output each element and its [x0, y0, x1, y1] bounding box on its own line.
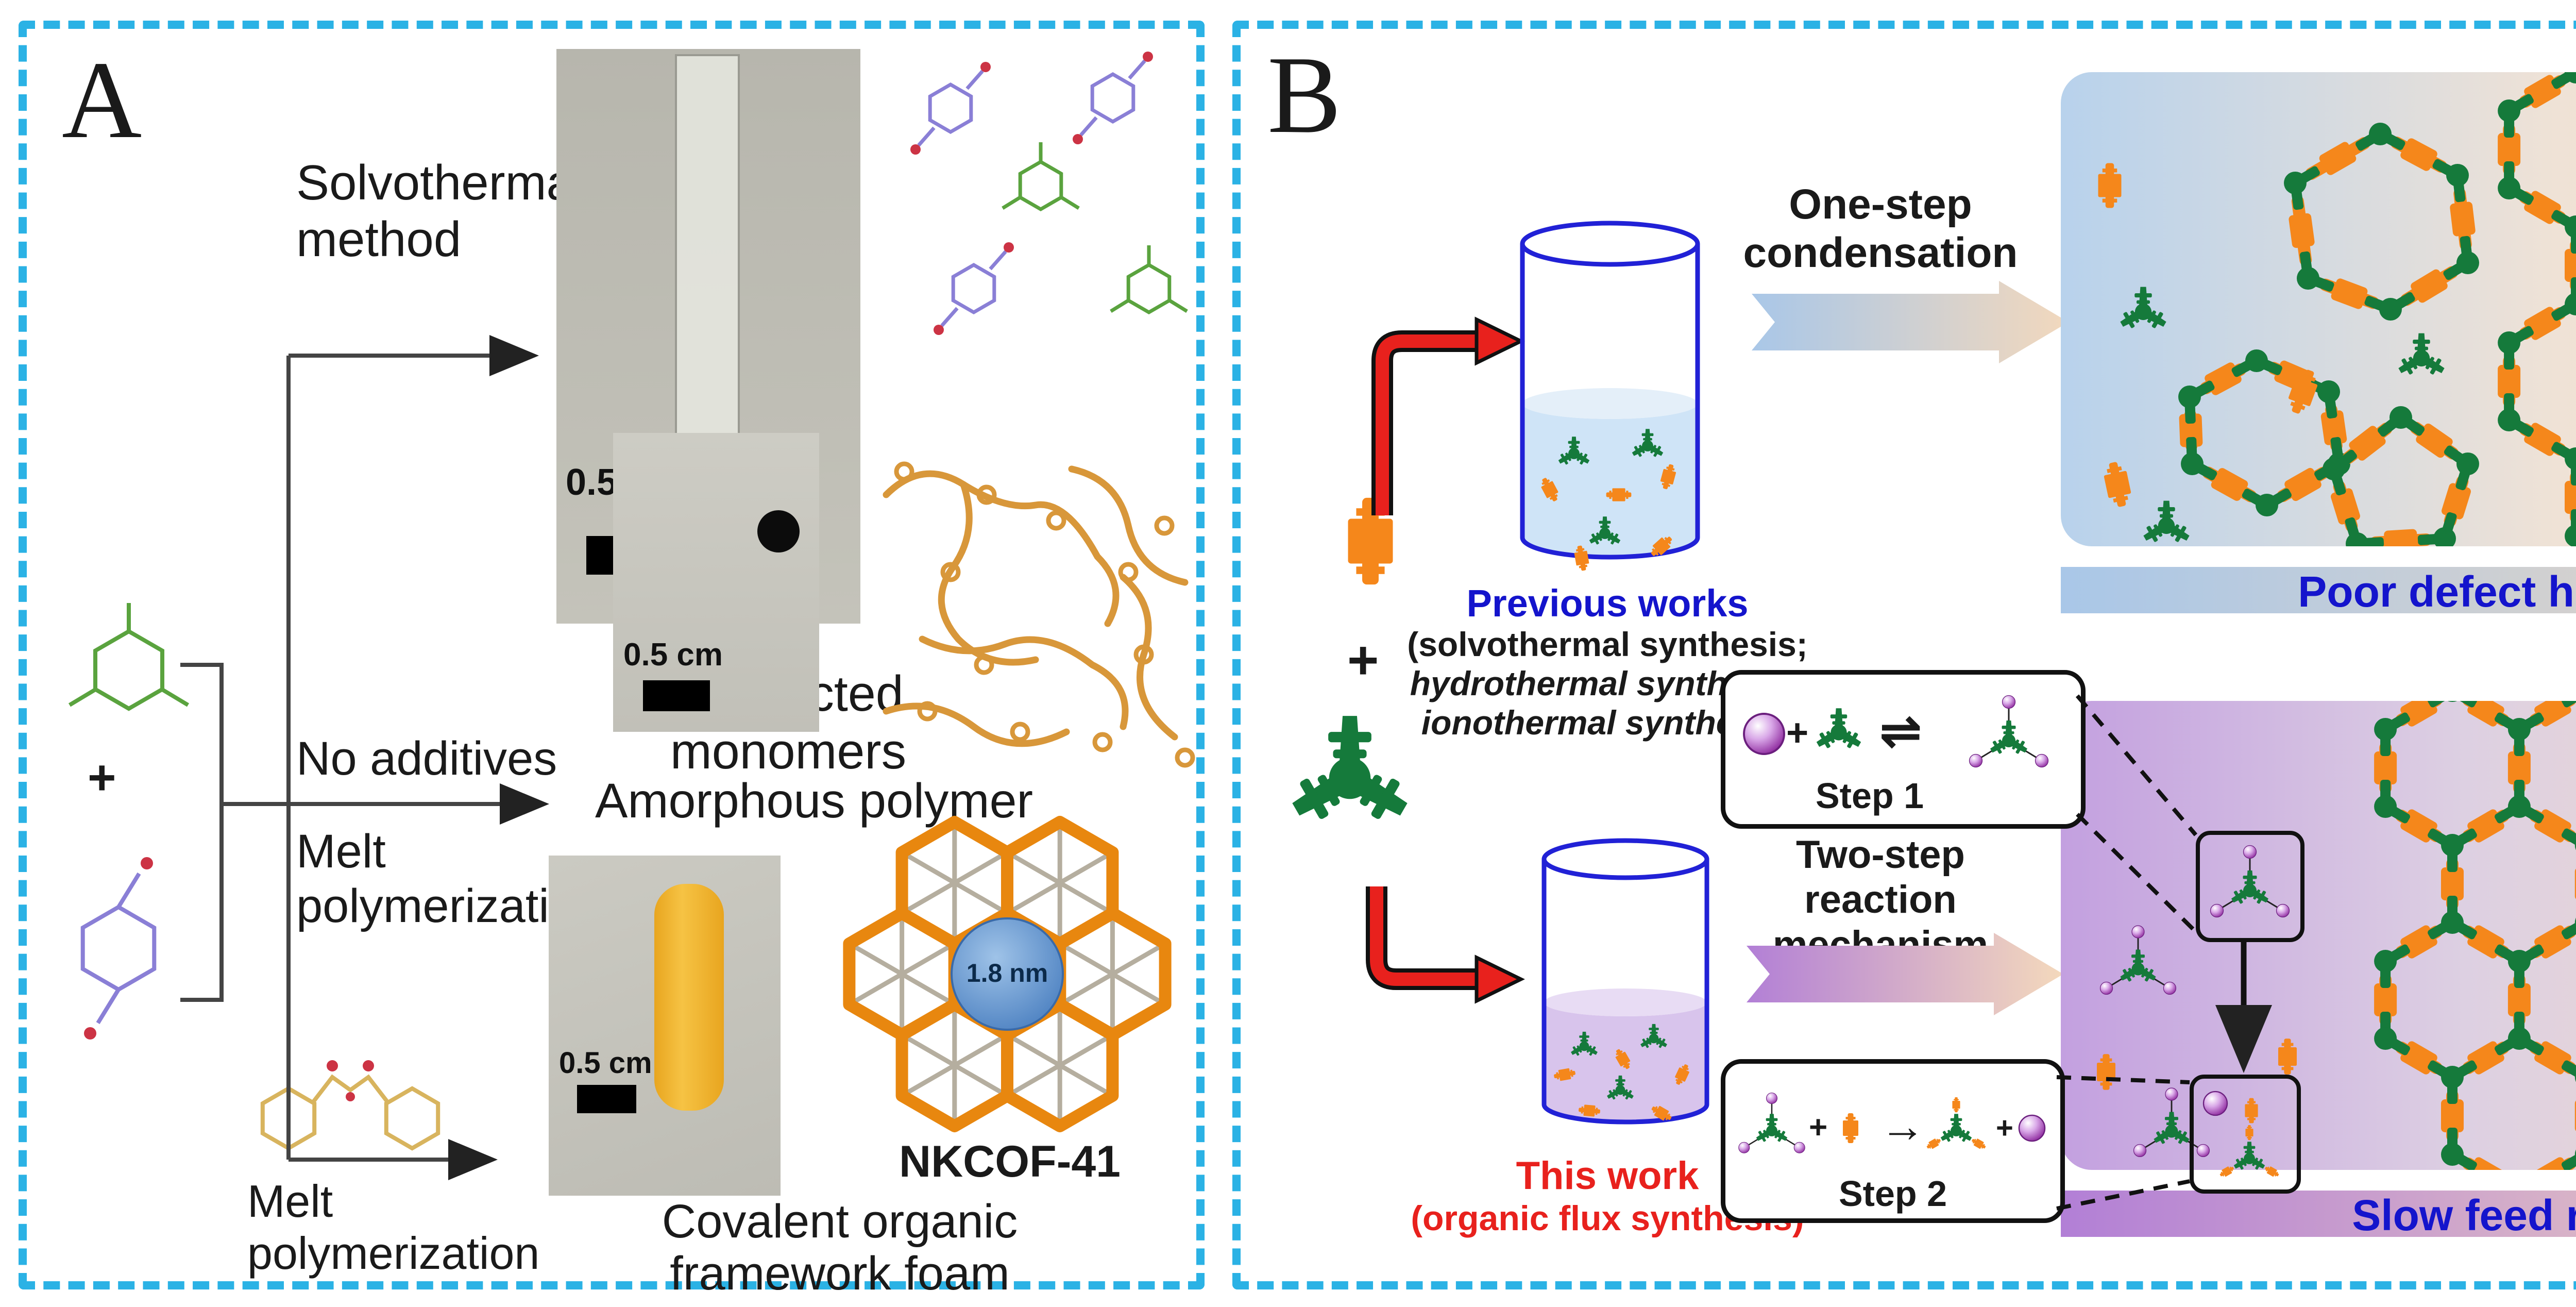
cof-foam-rod: [654, 884, 724, 1111]
two-step-network: [2097, 701, 2576, 1170]
slow-feed-label: Slow feed rate: [2352, 1191, 2576, 1239]
pore-sphere: [951, 917, 1064, 1031]
solvothermal-label: Solvothermal method: [296, 155, 585, 269]
cof-foam-photo: 0.5 cm: [549, 856, 781, 1196]
nkcof-label: NKCOF-41: [899, 1137, 1121, 1186]
one-step-line2: condensation: [1743, 229, 2018, 277]
solvothermal-line1: Solvothermal: [296, 155, 585, 210]
solvothermal-line2: method: [296, 212, 462, 267]
panel-b-border: [1232, 21, 2576, 1289]
one-step-arrow: [1752, 281, 2069, 363]
beaker-previous: [1520, 221, 1700, 572]
step1-plus: +: [1786, 711, 1809, 754]
step2-label: Step 2: [1838, 1174, 1947, 1214]
polymer-ball: [757, 510, 800, 552]
step2-plus2: +: [1996, 1111, 2013, 1145]
previous-line1: (solvothermal synthesis;: [1407, 625, 1808, 664]
panel-a-label: A: [62, 38, 142, 161]
amorphous-network-drawing: [883, 461, 1195, 768]
panel-b-label: B: [1267, 33, 1342, 156]
amorphous-polymer-photo: 0.5 cm: [613, 433, 819, 732]
scale-label-row3: 0.5 cm: [559, 1046, 652, 1080]
no-additives-label: No additives: [296, 732, 557, 785]
plus-a: +: [88, 750, 116, 805]
two-step-arrow: [1747, 933, 2063, 1015]
poor-defect-banner: [2061, 567, 2576, 613]
plus-b: +: [1347, 630, 1379, 691]
step1-label: Step 1: [1815, 776, 1924, 816]
step2-plus1: +: [1809, 1110, 1828, 1145]
beaker-this-work: [1541, 838, 1709, 1125]
one-step-label: One-step condensation: [1731, 180, 2030, 278]
melt2-line1: Melt: [247, 1176, 333, 1227]
melt1-line1: Melt: [296, 825, 386, 878]
pore-size-label: 1.8 nm: [966, 959, 1048, 987]
previous-works-title: Previous works: [1466, 582, 1749, 625]
melt2-line2: polymerization: [247, 1228, 540, 1279]
feed-molecules: [68, 603, 190, 1040]
this-work-title: This work: [1516, 1154, 1699, 1198]
two-step-line1: Two-step reaction: [1796, 833, 1965, 922]
monomer-structures: [910, 52, 1188, 335]
melt-polymerization-label-2: Melt polymerization: [247, 1175, 539, 1279]
one-step-line1: One-step: [1789, 181, 1972, 228]
cof-caption-line2: framework foam: [670, 1247, 1010, 1300]
arrow-right-icon: →: [1880, 1100, 1925, 1151]
one-step-network: [2098, 72, 2576, 546]
step1-callout-graphic: [2200, 835, 2300, 938]
step2-callout-graphic: [2202, 1091, 2297, 1189]
caption-cof-foam: Covalent organic framework foam: [567, 1195, 1113, 1300]
nkcof-structure: [843, 816, 1172, 1132]
equilibrium-icon: ⇌: [1880, 703, 1922, 759]
two-step-label: Two-step reaction mechanism: [1721, 832, 2040, 967]
scale-label-row2: 0.5 cm: [623, 637, 723, 673]
scale-bar-row2: [643, 680, 710, 711]
step2-callout-box: [2190, 1075, 2301, 1194]
poor-defect-label: Poor defect healing: [2298, 567, 2576, 616]
scale-bar-row3: [577, 1085, 636, 1113]
step1-callout-box: [2196, 831, 2304, 942]
anhydride-structure: [260, 1060, 440, 1151]
step1-box: + ⇌ Step 1: [1721, 670, 2086, 829]
cof-caption-line1: Covalent organic: [662, 1195, 1018, 1248]
step2-box: + → + Step 2: [1721, 1059, 2065, 1223]
panel-a-border: [19, 21, 1205, 1289]
